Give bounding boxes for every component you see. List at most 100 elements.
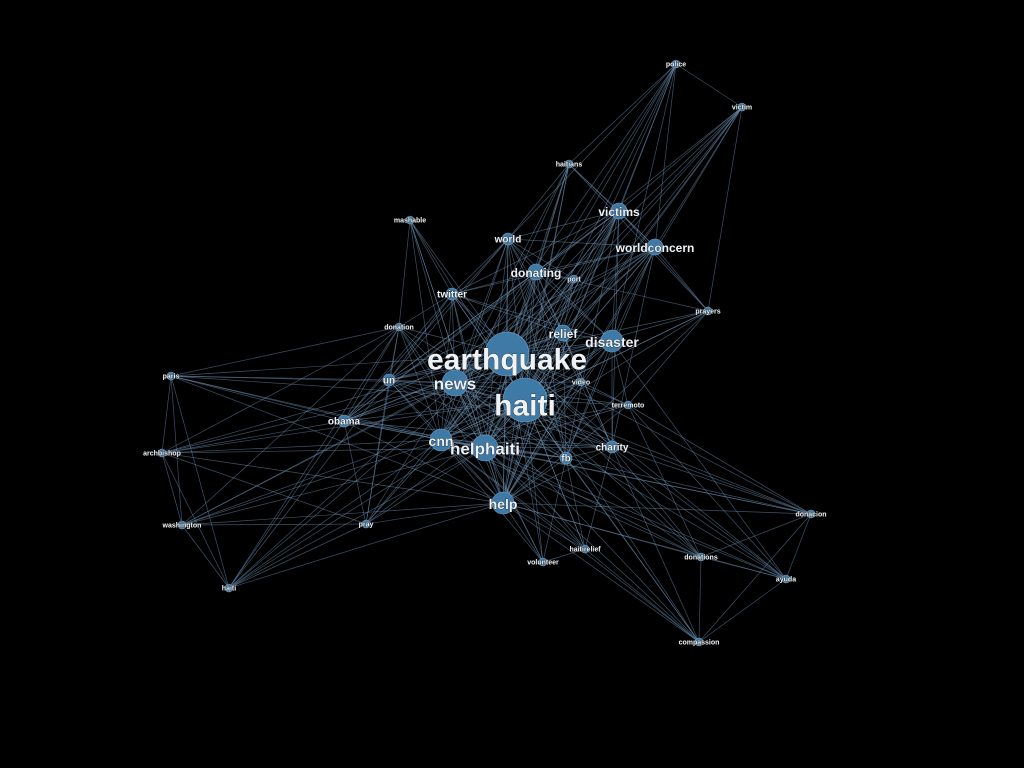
edge-donacion-ayuda — [785, 513, 812, 580]
edge-un-world — [388, 238, 509, 381]
edge-compassion-cnn — [440, 439, 700, 643]
node-label-washington: washington — [162, 523, 202, 530]
node-fb[interactable] — [559, 451, 573, 465]
edge-un-obama — [343, 379, 390, 422]
node-relief[interactable] — [554, 324, 572, 342]
node-worldconcern[interactable] — [646, 238, 664, 256]
node-label-police: police — [666, 62, 686, 69]
edge-compassion-fb — [565, 457, 700, 643]
node-label-disaster: disaster — [585, 334, 639, 350]
edge-help-obama — [343, 420, 504, 504]
edge-cnn-twitter — [440, 293, 453, 441]
edge-terremoto-video — [580, 381, 629, 406]
node-victims[interactable] — [610, 202, 628, 220]
edge-compassion-charity — [611, 446, 700, 643]
edge-prayers-helphaiti — [484, 310, 709, 449]
node-label-help: help — [489, 496, 518, 512]
edge-compassion-news — [454, 382, 700, 643]
edge-volunteer-haiti — [524, 399, 544, 563]
edge-fb-victims — [565, 210, 620, 459]
edge-donacion-haiti — [524, 399, 812, 515]
node-label-donacion: donacion — [795, 512, 826, 519]
edge-prayers-victims — [618, 210, 709, 312]
node-haiti-small[interactable] — [224, 583, 234, 593]
node-label-video: video — [572, 380, 590, 387]
node-mashable[interactable] — [405, 215, 415, 225]
edge-volunteer-haitirelief — [542, 548, 586, 563]
node-un[interactable] — [382, 373, 396, 387]
node-archbishop[interactable] — [157, 448, 167, 458]
edge-helphaiti-disaster — [484, 340, 613, 449]
edge-fb-charity — [565, 446, 613, 459]
node-donacion[interactable] — [806, 509, 816, 519]
edge-haitirelief-cnn — [440, 439, 586, 550]
edge-haitirelief-charity — [584, 446, 613, 550]
node-paris[interactable] — [166, 371, 176, 381]
labels-layer: earthquakehaitinewshelphaiticnnhelpdisas… — [143, 61, 827, 647]
edge-donations-helphaiti — [484, 447, 702, 558]
edge-archbishop-earthquake — [161, 353, 508, 454]
edge-pray-un — [365, 379, 390, 525]
node-video[interactable] — [576, 377, 586, 387]
node-helphaiti[interactable] — [471, 434, 499, 462]
edge-paris-earthquake — [170, 353, 508, 377]
edge-victim-prayers — [707, 106, 743, 312]
node-port[interactable] — [569, 274, 579, 284]
node-charity[interactable] — [605, 440, 619, 454]
edge-paris-haiti-small — [170, 375, 230, 589]
node-world[interactable] — [501, 232, 515, 246]
edge-donation-obama — [343, 326, 400, 422]
node-donations[interactable] — [696, 552, 706, 562]
node-compassion[interactable] — [694, 637, 704, 647]
edge-haitirelief-haiti — [524, 399, 586, 550]
edge-archbishop-obama — [161, 420, 345, 454]
node-haiti[interactable] — [502, 377, 548, 423]
edge-paris-obama — [170, 375, 345, 422]
node-victim[interactable] — [737, 102, 747, 112]
edge-police-cnn — [440, 63, 677, 441]
node-donating[interactable] — [527, 263, 545, 281]
edge-relief-un — [388, 332, 564, 381]
node-cnn[interactable] — [429, 428, 453, 452]
node-twitter[interactable] — [445, 287, 459, 301]
edge-disaster-fb — [565, 340, 613, 459]
edge-police-world — [507, 63, 677, 240]
edge-ayuda-charity — [611, 446, 787, 580]
edge-victim-cnn — [440, 106, 743, 441]
node-haitirelief[interactable] — [580, 544, 590, 554]
edge-obama-fb — [343, 420, 567, 459]
node-terremoto[interactable] — [623, 400, 633, 410]
edge-paris-cnn — [170, 375, 442, 441]
node-prayers[interactable] — [703, 306, 713, 316]
edge-donation-haiti — [398, 326, 526, 401]
node-disaster[interactable] — [600, 329, 624, 353]
node-label-helphaiti: helphaiti — [450, 440, 520, 459]
node-washington[interactable] — [177, 520, 187, 530]
node-label-worldconcern: worldconcern — [615, 241, 695, 255]
node-label-charity: charity — [596, 443, 629, 454]
edge-haiti-small-help — [228, 502, 504, 589]
node-news[interactable] — [441, 369, 469, 397]
edge-washington-haiti — [181, 399, 526, 526]
node-label-news: news — [434, 375, 477, 394]
edge-un-worldconcern — [388, 246, 656, 381]
edge-archbishop-washington — [161, 452, 183, 526]
edge-un-twitter — [388, 293, 453, 381]
node-obama[interactable] — [337, 414, 351, 428]
node-haitians[interactable] — [564, 159, 574, 169]
node-label-donation: donation — [384, 325, 414, 332]
node-police[interactable] — [671, 59, 681, 69]
edge-mashable-news — [409, 219, 456, 384]
edge-donacion-earthquake — [506, 353, 812, 515]
edge-twitter-worldconcern — [451, 246, 656, 295]
node-volunteer[interactable] — [538, 557, 548, 567]
node-donation[interactable] — [394, 322, 404, 332]
node-label-volunteer: volunteer — [527, 560, 559, 567]
node-label-port: port — [567, 277, 581, 284]
edge-donations-compassion — [698, 556, 702, 643]
node-pray[interactable] — [361, 519, 371, 529]
node-earthquake[interactable] — [484, 331, 530, 377]
edge-ayuda-haiti — [524, 399, 787, 580]
node-help[interactable] — [491, 491, 515, 515]
node-ayuda[interactable] — [781, 574, 791, 584]
